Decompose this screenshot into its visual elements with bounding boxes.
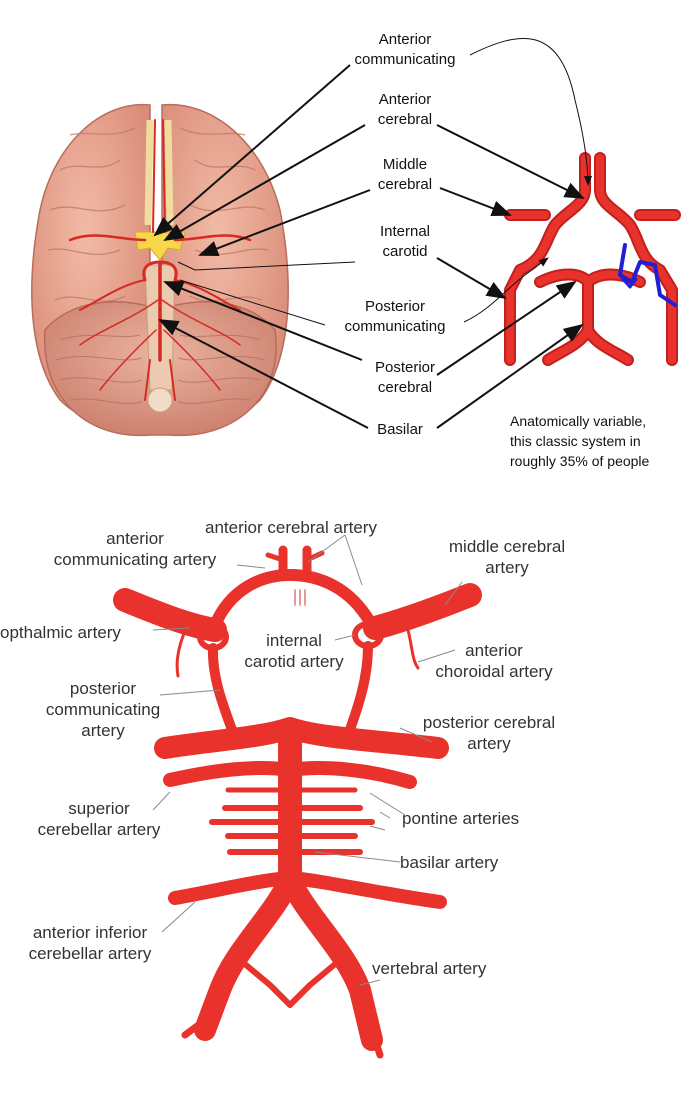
label-posterior-cerebral-artery: posterior cerebral artery <box>404 712 574 754</box>
label-basilar-artery: basilar artery <box>400 852 498 873</box>
label-middle-cerebral-artery: middle cerebral artery <box>432 536 582 578</box>
label-pontine-arteries: pontine arteries <box>402 808 519 829</box>
label-internal-carotid-artery: internal carotid artery <box>232 630 356 672</box>
label-superior-cerebellar-artery: superior cerebellar artery <box>24 798 174 840</box>
cow-arteries <box>125 550 470 1055</box>
label-posterior-communicating-artery: posterior communicating artery <box>30 678 176 741</box>
label-anterior-choroidal-artery: anterior choroidal artery <box>418 640 570 682</box>
label-anterior-cerebral-artery: anterior cerebral artery <box>205 517 377 538</box>
label-vertebral-artery: vertebral artery <box>372 958 486 979</box>
label-opthalmic-artery: opthalmic artery <box>0 622 121 643</box>
label-anterior-inferior-cerebellar-artery: anterior inferior cerebellar artery <box>10 922 170 964</box>
